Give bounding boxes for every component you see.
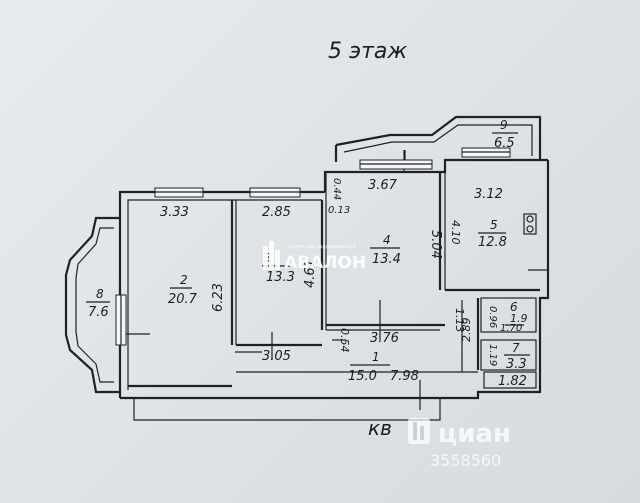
cian-logo-icon [408, 418, 430, 444]
room-2-number: 2 [180, 273, 188, 287]
dim-r6-a: 0.96 [487, 306, 498, 328]
cian-brand: циан [438, 419, 511, 449]
dim-r4-width: 3.67 [368, 178, 398, 193]
corridor-label: кв [368, 416, 392, 440]
room-6-area: 1.9 [510, 312, 528, 325]
avalon-logo: АВАЛОН агентство недвижимости [263, 241, 366, 273]
floor-title: 5 этаж [328, 39, 407, 64]
dim-hall-c: 2.89 [460, 318, 473, 343]
building-icon [263, 241, 280, 270]
cian-watermark: циан 3558560 [408, 418, 511, 470]
room-9-number: 9 [500, 118, 508, 132]
room-8-number: 8 [96, 287, 104, 301]
logo-tagline: агентство недвижимости [288, 244, 356, 250]
door-marks [124, 150, 548, 410]
room-labels: 2 20.7 3 13.3 4 13.4 5 12.8 1 15.0 8 7.6… [86, 118, 530, 384]
dim-r7-width: 1.82 [498, 374, 527, 389]
dim-r4-bottom: 3.76 [370, 331, 399, 346]
dim-r7-a: 1.19 [487, 344, 498, 366]
room-7-number: 7 [512, 341, 520, 355]
room-6-number: 6 [510, 300, 518, 314]
dim-r4-small-b: 0.13 [328, 205, 350, 216]
stove-icon [523, 213, 537, 235]
internal-walls [128, 172, 540, 389]
bay-window-room-8 [64, 216, 120, 394]
dim-r4-small-a: 0.44 [331, 178, 342, 200]
dim-r6-b: 1.70 [500, 323, 522, 334]
logo-name: АВАЛОН [284, 253, 366, 273]
windows [115, 147, 511, 346]
dim-r3-depth: 4.61 [303, 259, 318, 288]
room-5-area: 12.8 [478, 235, 507, 250]
dim-r3-bottom: 3.05 [262, 349, 291, 364]
room-4-area: 13.4 [372, 252, 401, 267]
room-9-area: 6.5 [494, 136, 515, 151]
room-3-area: 13.3 [266, 270, 295, 285]
dim-hall-b: 0.54 [338, 328, 351, 353]
dim-r4-depth: 5.04 [428, 230, 443, 259]
room-5-number: 5 [490, 218, 498, 232]
dim-r5-width: 3.12 [474, 187, 503, 202]
room-1-area: 15.0 [348, 369, 377, 384]
room-4-number: 4 [383, 233, 391, 247]
dimension-labels: 3.33 6.23 2.85 4.61 3.05 3.67 5.04 3.76 … [160, 178, 527, 389]
dim-r5-depth: 4.10 [449, 220, 462, 245]
dim-r2-depth: 6.23 [211, 283, 226, 312]
room-1-number: 1 [372, 350, 380, 364]
room-7-area: 3.3 [506, 357, 527, 372]
cian-id: 3558560 [430, 451, 501, 470]
dim-r1-width: 7.98 [390, 369, 419, 384]
dim-r3-width: 2.85 [262, 205, 291, 220]
dim-hall-a: 1.13 [453, 308, 466, 333]
room-2-area: 20.7 [168, 292, 198, 307]
dim-r2-width: 3.33 [160, 205, 189, 220]
room-8-area: 7.6 [88, 305, 109, 320]
